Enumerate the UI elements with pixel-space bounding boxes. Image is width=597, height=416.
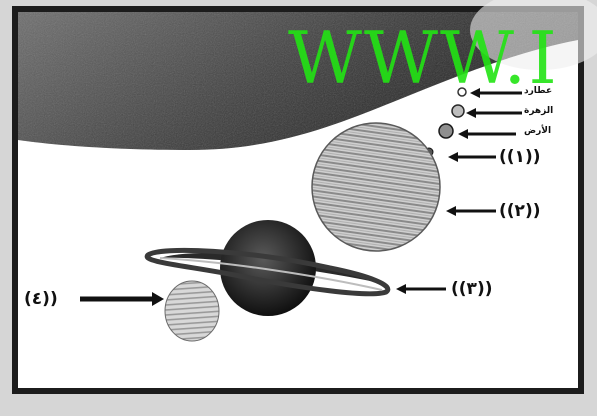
label-mercury: عطارد xyxy=(524,86,552,96)
jupiter-planet xyxy=(312,123,440,251)
watermark-text: WWW.I xyxy=(288,22,559,94)
label-2: ((٢)) xyxy=(499,201,540,221)
saturn-planet xyxy=(220,220,316,316)
label-earth: الأرض xyxy=(524,126,551,136)
label-4: (٤)) xyxy=(24,289,58,309)
earth-planet xyxy=(439,124,453,138)
label-1: ((١)) xyxy=(499,147,540,167)
uranus-planet xyxy=(165,281,219,341)
venus-planet xyxy=(452,105,464,117)
label-venus: الزهرة xyxy=(524,106,553,116)
label-3: ((٣)) xyxy=(451,279,492,299)
